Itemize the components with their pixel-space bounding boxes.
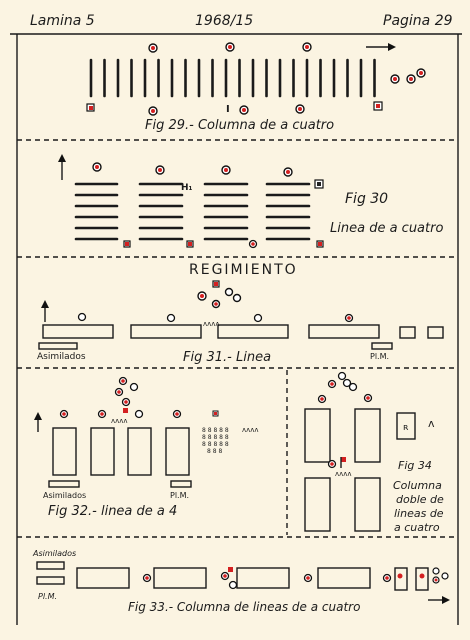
svg-text:ʌʌʌʌ: ʌʌʌʌ — [203, 320, 220, 328]
fig30-blocks — [74, 182, 311, 241]
fig34-side-box — [396, 412, 416, 440]
svg-text:ʌʌʌʌ: ʌʌʌʌ — [335, 470, 352, 478]
fig32-right-label: Pl.M. — [170, 491, 189, 500]
fig34-caption-4: a cuatro — [394, 521, 440, 534]
fig33-left-label-top: Asimilados — [32, 549, 76, 558]
header-pagina: Pagina 29 — [383, 13, 453, 29]
fig31-plm-bar — [371, 342, 393, 350]
fig32-officers — [59, 409, 182, 419]
fig30-officers — [92, 162, 324, 249]
fig34-columns — [304, 408, 381, 532]
fig32-columns — [52, 427, 190, 476]
fig29-top-officers — [148, 42, 312, 53]
fig30-arrow — [58, 154, 66, 180]
svg-text:8 8 8: 8 8 8 — [207, 448, 222, 455]
fig31-right-label: Pl.M. — [370, 352, 389, 361]
header-lamina: Lamina 5 — [30, 13, 95, 29]
fig31-officers — [77, 312, 354, 323]
fig34-caption-2: doble de — [396, 493, 444, 506]
fig30-caption-title: Fig 30 — [345, 191, 388, 207]
fig32-arrow — [34, 412, 42, 432]
fig32-caption: Fig 32.- linea de a 4 — [48, 504, 177, 519]
fig31-command-group: ʌʌʌʌ — [197, 280, 242, 328]
fig29-marker: I — [226, 104, 230, 115]
fig34-command-group — [317, 371, 373, 404]
fig31-battalions — [42, 324, 444, 339]
fig31-title: REGIMIENTO — [189, 262, 298, 278]
fig31-left-label: Asimilados — [37, 352, 86, 362]
fig33-arrow — [428, 596, 450, 604]
fig33-battalions — [76, 567, 429, 591]
svg-text:ʌʌʌʌ: ʌʌʌʌ — [111, 417, 128, 425]
fig34-side-figure: ʀ — [403, 423, 409, 433]
fig29-column-of-four: I Fig 29.- Columna de a cuatro — [86, 42, 426, 133]
svg-text:8 8 8 8 8: 8 8 8 8 8 — [202, 441, 229, 448]
fig32-line-of-four: ʌʌʌʌ 8 8 8 8 8 8 8 8 8 8 8 8 8 8 8 8 8 8… — [34, 376, 259, 519]
fig34-side-mark: ʌ — [428, 417, 435, 430]
fig29-right-officers — [390, 68, 426, 84]
fig32-command-group: ʌʌʌʌ — [111, 376, 139, 425]
fig33-left-label-bottom: Pl.M. — [38, 592, 57, 601]
fig31-regiment-line: REGIMIENTO ʌʌʌʌ Asimilados — [37, 262, 444, 365]
fig31-caption: Fig 31.- Linea — [183, 350, 271, 365]
fig33-column-of-lines: Asimilados Pl.M. Fi — [32, 549, 450, 614]
fig34-center-marks: ʌʌʌʌ — [327, 457, 352, 478]
fig30-line-of-four: H₁ Fig 30 Linea de a cuatro — [58, 154, 443, 249]
fig31-arrow — [41, 300, 49, 322]
fig32-asimilados-bar — [48, 480, 80, 488]
svg-text:ʌʌʌʌ: ʌʌʌʌ — [242, 426, 259, 434]
fig34-caption-1: Columna — [393, 479, 442, 492]
fig32-plm-bar — [170, 480, 192, 488]
fig34-title: Fig 34 — [398, 459, 432, 472]
fig29-file-lines — [89, 58, 376, 98]
fig33-officers — [142, 567, 449, 590]
fig29-caption: Fig 29.- Columna de a cuatro — [145, 118, 334, 133]
fig34-double-column: ʌʌʌʌ ʀ ʌ Fig 34 Columna doble de lineas … — [304, 371, 444, 534]
header-date: 1968/15 — [195, 13, 253, 29]
fig30-caption-text: Linea de a cuatro — [330, 221, 443, 236]
fig29-bottom-markers — [86, 101, 383, 116]
svg-text:8 8 8 8 8: 8 8 8 8 8 — [202, 427, 229, 434]
svg-text:8 8 8 8 8: 8 8 8 8 8 — [202, 434, 229, 441]
fig33-caption: Fig 33.- Columna de lineas de a cuatro — [128, 600, 360, 614]
fig33-plm-bar — [36, 576, 65, 585]
fig29-arrow — [366, 43, 396, 51]
fig31-asimilados-bar — [38, 342, 78, 350]
fig33-asimilados-bar — [36, 561, 65, 570]
fig32-left-label: Asimilados — [43, 491, 86, 500]
fig32-band-detail: 8 8 8 8 8 8 8 8 8 8 8 8 8 8 8 8 8 8 ʌʌʌʌ — [202, 410, 259, 455]
fig34-caption-3: lineas de — [394, 507, 444, 520]
fig30-marker: H₁ — [181, 183, 193, 193]
